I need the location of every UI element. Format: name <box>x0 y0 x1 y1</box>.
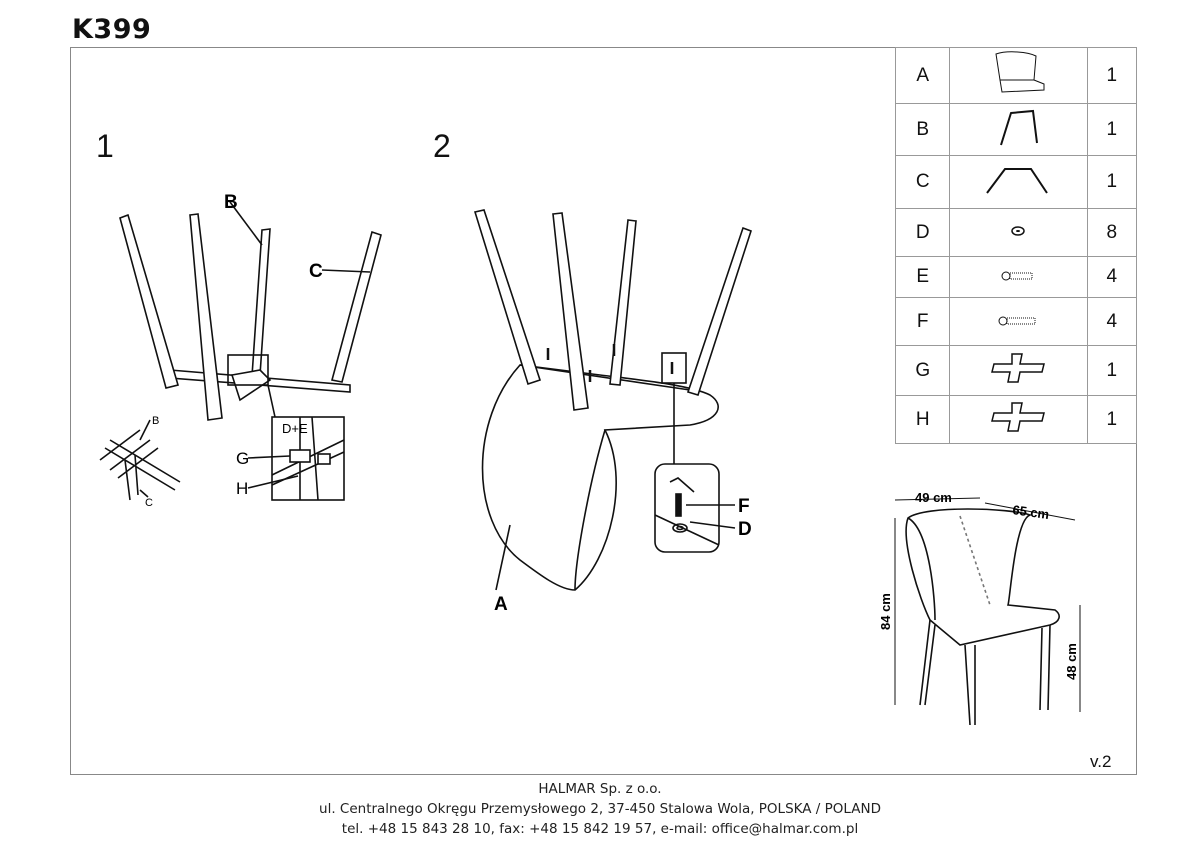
table-row: B 1 <box>894 103 1138 156</box>
table-row: E 4 <box>894 256 1138 298</box>
table-row: F 4 <box>894 297 1138 346</box>
parts-list-table: A 1 B 1 C 1 D 8 E 4 F 4 G 1 H 1 <box>894 47 1138 444</box>
part-count: 1 <box>1086 345 1138 396</box>
part-label: B <box>894 103 951 156</box>
version-label: v.2 <box>1090 752 1112 771</box>
part-count: 1 <box>1086 395 1138 444</box>
step-number-2: 2 <box>433 128 451 164</box>
part-count: 4 <box>1086 297 1138 346</box>
part-count: 4 <box>1086 256 1138 298</box>
part-count: 1 <box>1086 103 1138 156</box>
dimension-drawing <box>894 497 1081 726</box>
label-g: G <box>236 449 249 468</box>
dimension-seat-height: 48 cm <box>1064 643 1079 680</box>
part-count: 8 <box>1086 208 1138 257</box>
part-label: H <box>894 395 951 444</box>
company-address: ul. Centralnego Okręgu Przemysłowego 2, … <box>319 801 881 817</box>
table-row: A 1 <box>894 47 1138 104</box>
label-d-e: D+E <box>282 421 308 436</box>
label-f: F <box>738 496 750 517</box>
part-label: F <box>894 297 951 346</box>
step2-drawing <box>473 209 752 591</box>
step-number-1: 1 <box>96 128 114 164</box>
instruction-frame <box>70 47 1137 775</box>
label-b: B <box>224 192 238 213</box>
label-h: H <box>236 479 248 498</box>
part-label: C <box>894 155 951 209</box>
footer: HALMAR Sp. z o.o. ul. Centralnego Okręgu… <box>0 779 1200 839</box>
part-label: E <box>894 256 951 298</box>
part-label: G <box>894 345 951 396</box>
table-row: H 1 <box>894 395 1138 444</box>
table-row: C 1 <box>894 155 1138 209</box>
part-label: D <box>894 208 951 257</box>
dimension-height: 84 cm <box>878 593 893 630</box>
label-c: C <box>309 261 323 282</box>
table-row: D 8 <box>894 208 1138 257</box>
short-bolt-icon <box>949 256 1088 298</box>
small-label-b: B <box>152 415 159 427</box>
company-name: HALMAR Sp. z o.o. <box>538 781 662 797</box>
dimension-depth: 65 cm <box>1012 502 1051 522</box>
step1-drawing <box>99 201 382 501</box>
part-count: 1 <box>1086 155 1138 209</box>
cross-plate-icon <box>949 345 1088 396</box>
cross-plate-icon <box>949 395 1088 444</box>
label-a: A <box>494 594 508 615</box>
seat-backrest-icon <box>949 47 1088 104</box>
part-label: A <box>894 47 951 104</box>
long-bolt-icon <box>949 297 1088 346</box>
small-label-c: C <box>145 497 153 509</box>
rear-legs-icon <box>949 155 1088 209</box>
table-row: G 1 <box>894 345 1138 396</box>
washer-icon <box>949 208 1088 257</box>
company-contact: tel. +48 15 843 28 10, fax: +48 15 842 1… <box>341 821 859 837</box>
label-d: D <box>738 519 752 540</box>
front-legs-icon <box>949 103 1088 156</box>
model-title: K399 <box>72 14 152 45</box>
dimension-width: 49 cm <box>915 490 952 505</box>
part-count: 1 <box>1086 47 1138 104</box>
